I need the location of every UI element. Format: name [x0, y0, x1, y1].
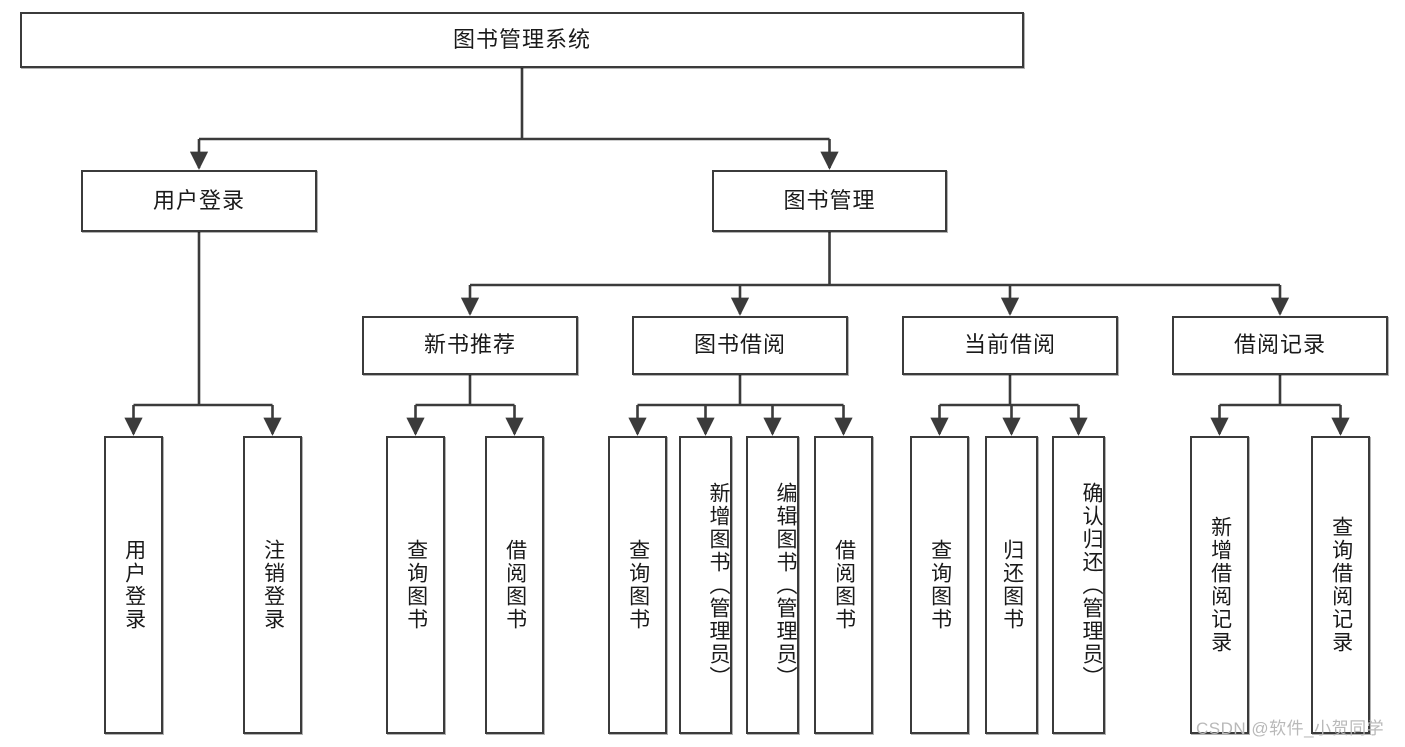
node-label: 编辑图书（管理员）	[774, 481, 797, 689]
node-leaf-add-record: 新增借阅记录	[1190, 436, 1249, 734]
node-leaf-user-login: 用户登录	[104, 436, 163, 734]
node-label: 归还图书	[1000, 539, 1024, 631]
node-leaf-query-record: 查询借阅记录	[1311, 436, 1370, 734]
node-label: 新书推荐	[423, 332, 516, 358]
node-label: 图书借阅	[693, 332, 786, 358]
node-label: 借阅记录	[1233, 332, 1326, 358]
node-new-book-rec: 新书推荐	[362, 316, 578, 375]
node-book-borrow: 图书借阅	[632, 316, 848, 375]
node-leaf-confirm-return: 确认归还（管理员）	[1052, 436, 1105, 734]
node-label: 借阅图书	[832, 539, 856, 631]
node-label: 用户登录	[152, 187, 245, 213]
node-leaf-query-book-3: 查询图书	[910, 436, 969, 734]
node-label: 新增图书（管理员）	[707, 481, 730, 689]
node-label: 借阅图书	[503, 539, 527, 631]
csdn-watermark: CSDN @软件_小贺同学	[1196, 719, 1385, 738]
node-label: 图书管理系统	[452, 26, 591, 52]
node-leaf-borrow-book-2: 借阅图书	[814, 436, 873, 734]
node-leaf-return-book: 归还图书	[985, 436, 1038, 734]
node-leaf-add-book: 新增图书（管理员）	[679, 436, 732, 734]
node-leaf-query-book-2: 查询图书	[608, 436, 667, 734]
node-label: 注销登录	[261, 539, 285, 631]
node-label: 查询图书	[626, 539, 650, 631]
node-user-login: 用户登录	[81, 170, 317, 232]
node-leaf-borrow-book-1: 借阅图书	[485, 436, 544, 734]
node-label: 当前借阅	[963, 332, 1056, 358]
node-current-borrow: 当前借阅	[902, 316, 1118, 375]
node-borrow-record: 借阅记录	[1172, 316, 1388, 375]
node-book-manage: 图书管理	[712, 170, 947, 232]
node-label: 查询图书	[928, 539, 952, 631]
node-label: 新增借阅记录	[1208, 516, 1232, 654]
node-label: 查询图书	[404, 539, 428, 631]
node-leaf-user-logout: 注销登录	[243, 436, 302, 734]
node-root: 图书管理系统	[20, 12, 1024, 68]
node-leaf-edit-book: 编辑图书（管理员）	[746, 436, 799, 734]
node-leaf-query-book-1: 查询图书	[386, 436, 445, 734]
node-label: 查询借阅记录	[1329, 516, 1353, 654]
node-label: 确认归还（管理员）	[1080, 481, 1103, 689]
node-label: 用户登录	[122, 539, 146, 631]
node-label: 图书管理	[783, 187, 876, 213]
